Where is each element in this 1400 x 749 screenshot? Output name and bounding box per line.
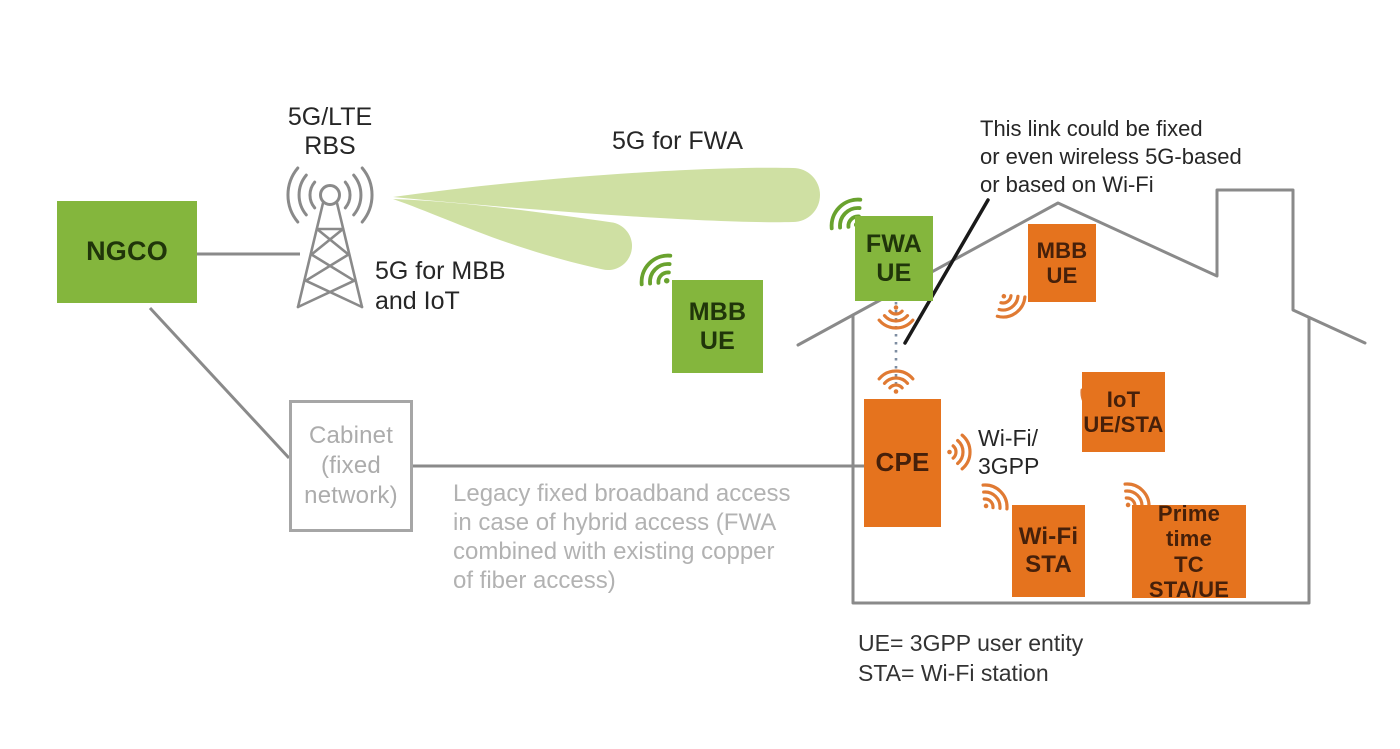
beam-mbb-label: 5G for MBB and IoT [375,257,506,315]
rbs-label-line2: RBS [304,132,356,160]
house-outline [796,188,1367,605]
ngco-label: NGCO [86,236,168,267]
wifi-3gpp-label: Wi-Fi/ 3GPP [978,425,1040,479]
wifi-sta-label-line2: STA [1025,551,1072,578]
mbb-ue-indoor-label-line2: UE [1046,263,1078,288]
fwa-ue-label-line1: FWA [865,229,923,258]
ngco-box: NGCO [57,201,197,303]
link-note-pointer-line [903,198,990,345]
cpe-label: CPE [875,447,930,478]
wifi-sta-box: Wi-Fi STA [1012,505,1085,597]
rbs-label-line1: 5G/LTE [287,103,373,131]
antenna-waves-icon [286,166,374,224]
beam-5g-mbb-shape [393,199,633,271]
cabinet-label-line1: Cabinet [308,422,394,449]
rbs-tower-icon [286,166,374,309]
beam-fwa-label: 5G for FWA [612,127,744,155]
legend-sta: STA= Wi-Fi station [858,660,1049,686]
iot-ue-sta-box: IoT UE/STA [1082,372,1165,452]
mbb-ue-outdoor-box: MBB UE [672,280,763,373]
ngco-to-cabinet-line [148,306,291,460]
beam-5g-fwa-shape [393,167,820,223]
prime-time-label-line3: STA/UE [1148,576,1230,602]
mbb-ue-indoor-label-line1: MBB [1036,237,1088,263]
legend-ue: UE= 3GPP user entity [858,630,1084,656]
fwa-ue-label-line2: UE [876,258,912,287]
cabinet-label-line3: network) [304,482,398,509]
wifi-icon-fwa-down [877,303,915,330]
prime-time-label-line2: TC [1174,551,1204,577]
iot-label-line1: IoT [1106,386,1141,412]
link-note: This link could be fixed or even wireles… [980,116,1242,197]
wifi-icon-mbb-indoor [987,283,1032,325]
mbb-ue-outdoor-label-line1: MBB [688,297,747,326]
wifi-icon-wifi-sta [970,477,1015,522]
prime-time-box: Prime time TC STA/UE [1132,501,1246,602]
legend: UE= 3GPP user entity STA= Wi-Fi station [858,628,1083,688]
cpe-box: CPE [864,399,941,527]
iot-label-line2: UE/STA [1083,412,1164,437]
wifi-sta-label-line1: Wi-Fi [1018,523,1079,551]
prime-time-label-line1: Prime time [1157,500,1221,552]
cabinet-label-line2: (fixed [321,452,381,479]
mbb-ue-indoor-box: MBB UE [1028,224,1096,302]
legacy-access-note: Legacy fixed broadband access in case of… [453,480,791,594]
fwa-ue-box: FWA UE [855,216,933,301]
cabinet-box: Cabinet (fixed network) [289,400,413,532]
mbb-ue-outdoor-label-line2: UE [699,326,736,355]
wifi-icon-cpe-right [945,433,972,471]
rbs-label: 5G/LTE RBS [250,103,410,161]
